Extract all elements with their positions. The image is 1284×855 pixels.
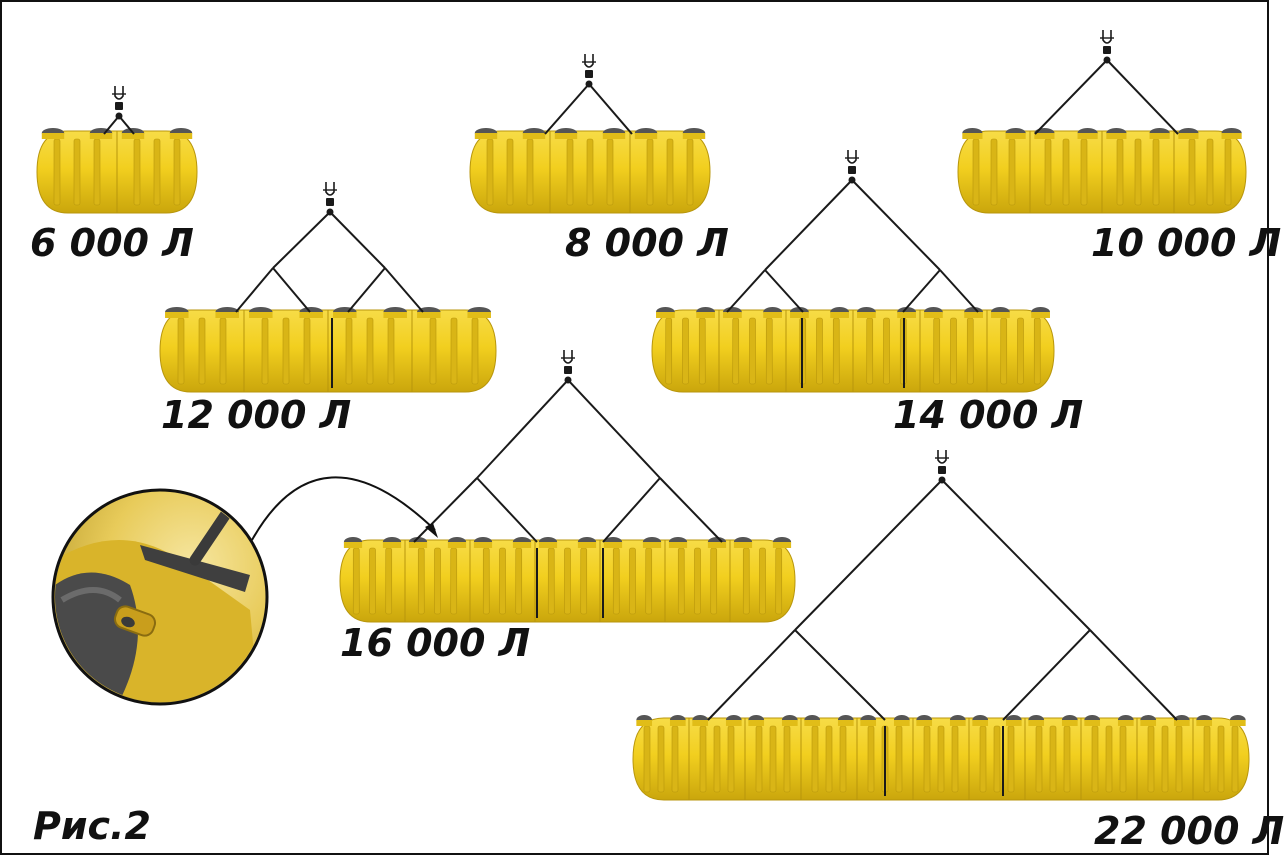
sling-rope (329, 211, 386, 269)
tank-module (327, 307, 413, 393)
tank-module (729, 537, 796, 623)
tank-module (986, 307, 1055, 393)
sling-rope (1106, 59, 1179, 135)
tank-module (800, 715, 858, 801)
sling-rope (659, 477, 723, 543)
crane-hook-icon (582, 54, 596, 88)
crane-hook-icon (323, 182, 337, 216)
crane-hook-icon (935, 450, 949, 484)
tank-module (36, 128, 118, 214)
tank-module (744, 715, 802, 801)
tank-module (1101, 128, 1175, 214)
sling-rope (476, 379, 569, 479)
tank-module (718, 307, 787, 393)
capacity-label-10000: 10 000 Л (1091, 221, 1282, 265)
sling-rope (941, 479, 1091, 631)
capacity-label-8000: 8 000 Л (565, 221, 729, 265)
tank-module (957, 128, 1031, 214)
sling-rope (794, 479, 943, 631)
sling-rope (413, 477, 478, 543)
sling-rope (602, 477, 661, 543)
figure-label: Рис.2 (33, 804, 151, 848)
tank-module (1029, 128, 1103, 214)
tank-module (1192, 715, 1250, 801)
tank-module (404, 537, 471, 623)
lug-detail-callout (51, 476, 438, 706)
crane-hook-icon (1100, 30, 1114, 64)
sling-rope (1034, 59, 1108, 135)
crane-hook-icon (112, 86, 126, 120)
assembly-14000 (651, 150, 1055, 393)
sling-rope (764, 179, 853, 271)
tank-module (651, 307, 720, 393)
tank-module (968, 715, 1026, 801)
sling-rope (794, 629, 886, 721)
capacity-label-6000: 6 000 Л (30, 221, 194, 265)
tank-module (1136, 715, 1194, 801)
sling-rope (103, 115, 120, 135)
crane-hook-icon (561, 350, 575, 384)
sling-rope (726, 269, 766, 313)
tank-module (549, 128, 631, 214)
assembly-12000 (159, 182, 497, 393)
capacity-label-16000: 16 000 Л (340, 621, 531, 665)
sling-rope (118, 115, 135, 135)
tank-module (411, 307, 497, 393)
tank-module (469, 537, 536, 623)
sling-rope (851, 179, 941, 271)
tank-module (912, 715, 970, 801)
tank-module (339, 537, 406, 623)
assembly-22000 (632, 450, 1250, 801)
tank-module (629, 128, 711, 214)
sling-rope (476, 477, 538, 543)
tank-module (785, 307, 854, 393)
capacity-label-12000: 12 000 Л (161, 393, 352, 437)
tank-module (1080, 715, 1138, 801)
tank-module (1024, 715, 1082, 801)
sling-rope (939, 269, 979, 313)
sling-rope (1089, 629, 1178, 721)
tank-module (599, 537, 666, 623)
tank-module (632, 715, 690, 801)
assembly-6000 (36, 86, 198, 214)
tank-module (243, 307, 329, 393)
sling-rope (588, 83, 633, 135)
assembly-8000 (469, 54, 711, 214)
tank-module (116, 128, 198, 214)
assembly-10000 (957, 30, 1247, 214)
tank-module (664, 537, 731, 623)
sling-rope (1002, 629, 1091, 721)
tank-module (159, 307, 245, 393)
sling-rope (235, 267, 274, 313)
tank-module (919, 307, 988, 393)
sling-rope (272, 211, 331, 269)
sling-rope (567, 379, 661, 479)
sling-rope (764, 269, 804, 313)
tank-module (1173, 128, 1247, 214)
sling-rope (272, 267, 311, 313)
sling-rope (707, 629, 796, 721)
capacity-label-22000: 22 000 Л (1094, 809, 1284, 853)
tank-module (469, 128, 551, 214)
assembly-16000 (339, 350, 796, 623)
sling-rope (544, 83, 590, 135)
tank-module (852, 307, 921, 393)
tank-module (534, 537, 601, 623)
sling-rope (347, 267, 386, 313)
tank-module (688, 715, 746, 801)
sling-rope (902, 269, 941, 313)
sling-rope (384, 267, 424, 313)
capacity-label-14000: 14 000 Л (893, 393, 1084, 437)
crane-hook-icon (845, 150, 859, 184)
